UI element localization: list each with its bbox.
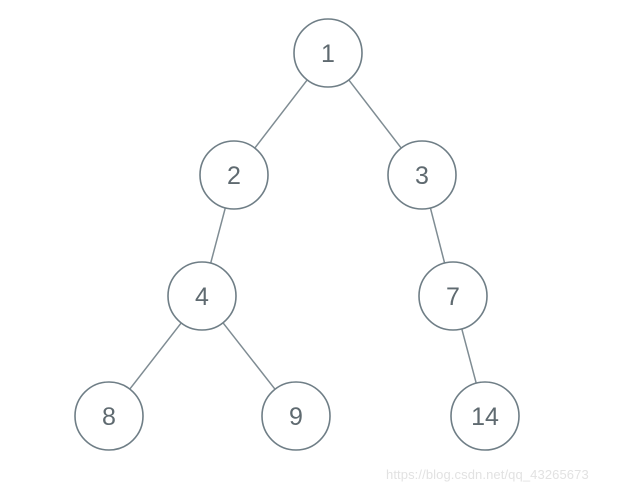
tree-nodes: 1 2 3 4 7 8 9 14 (74, 18, 520, 451)
tree-edge-1-2 (254, 79, 308, 149)
tree-node-label: 1 (321, 40, 335, 68)
tree-edges (129, 79, 477, 390)
tree-edge-7-14 (461, 328, 477, 384)
tree-node-label: 3 (415, 162, 429, 190)
tree-node-circle (261, 381, 331, 451)
tree-node-1: 1 (293, 18, 363, 88)
tree-node-circle (167, 261, 237, 331)
tree-edge-4-9 (222, 322, 276, 390)
tree-node-7: 7 (418, 261, 488, 331)
tree-edge-3-7 (429, 207, 446, 264)
tree-node-label: 9 (289, 403, 303, 431)
tree-node-circle (418, 261, 488, 331)
tree-node-circle (450, 381, 520, 451)
tree-edge-4-8 (129, 322, 182, 390)
tree-node-label: 8 (102, 403, 116, 431)
tree-node-label: 2 (227, 162, 241, 190)
tree-node-circle (199, 140, 269, 210)
tree-node-8: 8 (74, 381, 144, 451)
tree-edge-1-3 (348, 79, 402, 149)
tree-node-3: 3 (387, 140, 457, 210)
tree-node-label: 4 (195, 283, 209, 311)
tree-edge-2-4 (209, 207, 227, 264)
tree-node-4: 4 (167, 261, 237, 331)
tree-node-14: 14 (450, 381, 520, 451)
tree-node-circle (74, 381, 144, 451)
tree-node-label: 14 (471, 403, 499, 431)
tree-node-circle (387, 140, 457, 210)
source-watermark: https://blog.csdn.net/qq_43265673 (386, 467, 589, 482)
tree-node-circle (293, 18, 363, 88)
tree-node-9: 9 (261, 381, 331, 451)
tree-node-2: 2 (199, 140, 269, 210)
tree-node-label: 7 (446, 283, 460, 311)
